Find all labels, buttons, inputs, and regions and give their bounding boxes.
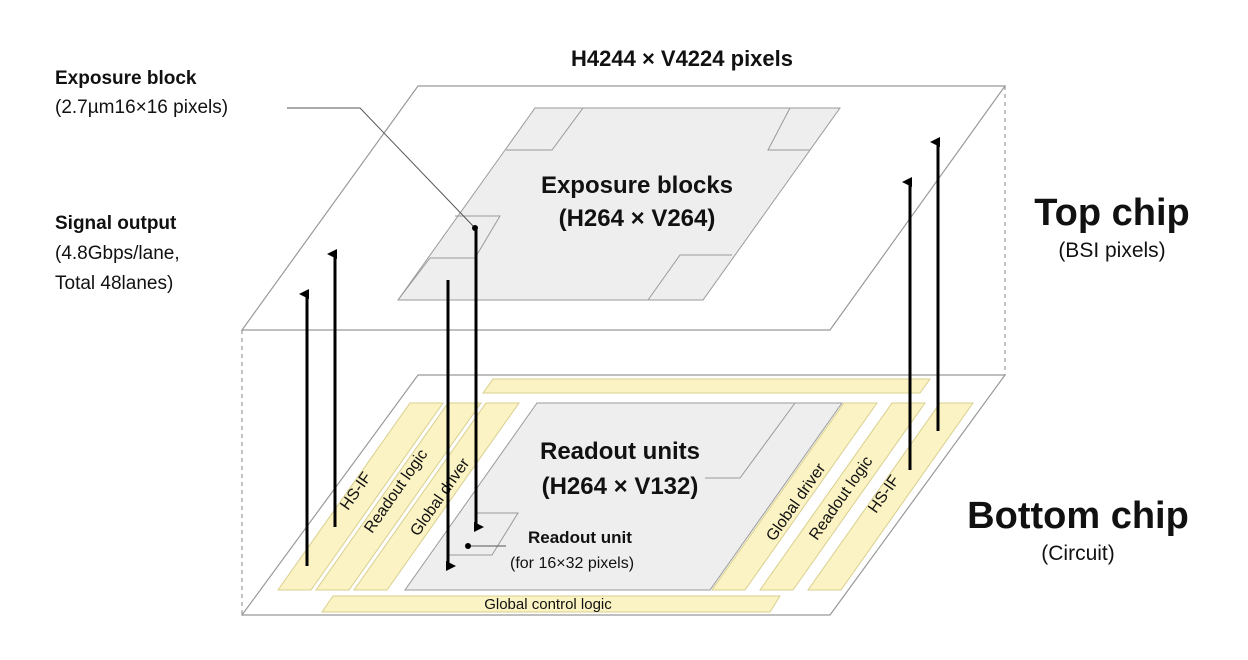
readout-unit-callout-title: Readout unit [528,528,632,547]
strip-readout-logic-right [759,402,926,591]
exposure-block-edge [397,257,431,301]
strip-hs-if-right [807,402,974,591]
top-chip-subtitle: (BSI pixels) [1058,239,1165,262]
readout-unit-dot [465,543,471,549]
pixel-count-title: H4244 × V4224 pixels [571,46,793,71]
bottom-chip-title: Bottom chip [967,495,1189,537]
strip-top [482,378,931,394]
strip-readout-logic-left [315,402,482,591]
strip-global-control-logic [321,595,781,613]
strip-hs-if-left [277,402,444,591]
readout-units-block [404,402,843,591]
readout-unit-highlight [448,512,519,556]
bottom-chip-subtitle: (Circuit) [1041,542,1115,565]
exposure-blocks-title: Exposure blocks [541,172,733,199]
signal-arrows [299,137,940,571]
corner-block-top-left [506,107,584,151]
strip-global-driver-right [711,402,878,591]
readout-units-title: Readout units [540,438,700,465]
label-global-control-logic: Global control logic [484,596,612,613]
exposure-block-callout-title: Exposure block [55,68,197,89]
strip-global-driver-left [353,402,520,591]
exposure-block-callout-detail: (2.7µm16×16 pixels) [55,97,228,118]
readout-unit-callout-detail: (for 16×32 pixels) [510,555,634,572]
top-chip-title: Top chip [1034,192,1190,234]
exposure-block-dot [472,225,478,231]
exposure-blocks-dims: (H264 × V264) [559,205,716,232]
exposure-block-highlight [430,215,501,259]
corner-block-bottom-right [647,254,732,301]
top-chip-plate: Exposure blocks (H264 × V264) [240,85,1007,331]
readout-unit-corner [705,402,796,479]
exposure-blocks-area [397,107,841,301]
signal-output-line1: (4.8Gbps/lane, [55,243,180,264]
signal-output-line2: Total 48lanes) [55,273,173,294]
readout-units-dims: (H264 × V132) [542,473,699,500]
exposure-block-leader [287,107,476,229]
corner-block-top-right [767,107,810,151]
signal-output-title: Signal output [55,213,177,234]
